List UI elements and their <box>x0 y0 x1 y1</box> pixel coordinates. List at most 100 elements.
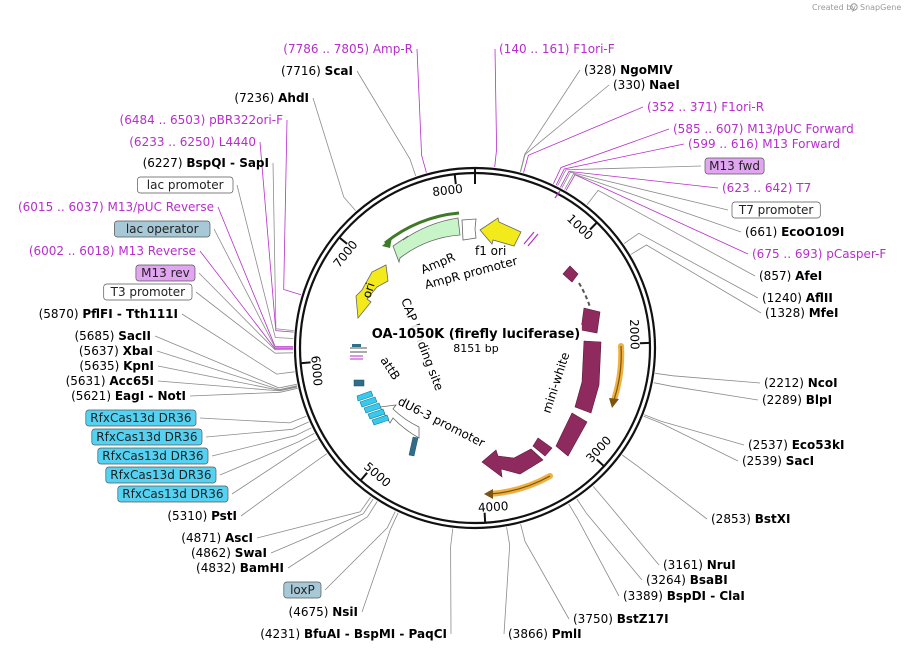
callout-f1ori-r[interactable]: (352 .. 371) F1ori-R <box>647 100 764 114</box>
callout-kpni[interactable]: (5635) KpnI <box>79 359 154 373</box>
callout-name: SacI <box>786 454 814 468</box>
callout-eagi-noti[interactable]: (5621) EagI - NotI <box>71 389 186 403</box>
callout-m13-puc-reverse[interactable]: (6015 .. 6037) M13/pUC Reverse <box>18 200 214 214</box>
leader-line-45 <box>561 171 729 211</box>
plasmid-size: 8151 bp <box>453 342 498 355</box>
leader-line-47 <box>557 165 702 186</box>
leader-line-9 <box>199 250 294 350</box>
callout-position: (328) <box>584 63 620 77</box>
callout-box <box>91 428 203 446</box>
callout-t3-promoter[interactable]: T3 promoter <box>103 283 193 301</box>
mini-white-gene[interactable] <box>481 265 602 478</box>
callout-pbr322ori-f[interactable]: (6484 .. 6503) pBR322ori-F <box>120 113 284 127</box>
callout-t7[interactable]: (623 .. 642) T7 <box>722 181 811 195</box>
callout-position: (3264) <box>646 573 690 587</box>
callout-saci[interactable]: (2539) SacI <box>742 454 814 468</box>
callout-ngomiv[interactable]: (328) NgoMIV <box>584 63 673 77</box>
callout-amp-r[interactable]: (7786 .. 7805) Amp-R <box>283 42 413 56</box>
callout-afei[interactable]: (857) AfeI <box>759 269 822 283</box>
callout-t7-promoter[interactable]: T7 promoter <box>731 201 821 219</box>
callout-naei[interactable]: (330) NaeI <box>613 78 680 92</box>
callout-ahdi[interactable]: (7236) AhdI <box>234 91 309 105</box>
callout-swai[interactable]: (4862) SwaI <box>191 546 267 560</box>
callout-box-label: RfxCas13d DR36 <box>96 430 197 444</box>
callout-name: BamHI <box>240 561 284 575</box>
callout-sacii[interactable]: (5685) SacII <box>74 329 151 343</box>
callout-blpi[interactable]: (2289) BlpI <box>762 393 832 407</box>
callout-position: (4862) <box>191 546 235 560</box>
callout-bstxi[interactable]: (2853) BstXI <box>711 512 790 526</box>
callout-name: PflFI - Tth111I <box>82 307 178 321</box>
callout-box-label: T3 promoter <box>110 285 186 299</box>
callout-aflii[interactable]: (1240) AflII <box>762 291 833 305</box>
callout-asci[interactable]: (4871) AscI <box>181 531 253 545</box>
callout-mfei[interactable]: (1328) MfeI <box>765 306 838 320</box>
primer-label: (599 .. 616) M13 Forward <box>688 137 840 151</box>
ampr-outer-arrowhead <box>382 237 392 248</box>
callout-bspdi-clai[interactable]: (3389) BspDI - ClaI <box>623 589 745 603</box>
leader-line-14 <box>156 350 298 391</box>
callout-ecoo109i[interactable]: (661) EcoO109I <box>745 225 844 239</box>
callout-pflfi-tth111i[interactable]: (5870) PflFI - Tth111I <box>39 307 178 321</box>
callout-rfxcas13d-dr36[interactable]: RfxCas13d DR36 <box>117 485 229 503</box>
callout-m13-reverse[interactable]: (6002 .. 6018) M13 Reverse <box>29 244 196 258</box>
callout-acc65i[interactable]: (5631) Acc65I <box>66 374 154 388</box>
leader-line-41 <box>623 232 759 299</box>
callout-psti[interactable]: (5310) PstI <box>167 509 237 523</box>
callout-name: F1ori-F <box>573 42 614 56</box>
callout-m13-rev[interactable]: M13 rev <box>135 264 196 282</box>
callout-rfxcas13d-dr36[interactable]: RfxCas13d DR36 <box>105 466 217 484</box>
site-label: (1240) AflII <box>762 291 833 305</box>
site-label: (2539) SacI <box>742 454 814 468</box>
callout-name: M13/pUC Forward <box>747 122 854 136</box>
callout-pmli[interactable]: (3866) PmlI <box>508 627 582 641</box>
callout-f1ori-f[interactable]: (140 .. 161) F1ori-F <box>499 42 615 56</box>
callout-bfuai-bspmi-paqci[interactable]: (4231) BfuAI - BspMI - PaqCI <box>260 627 447 641</box>
callout-bsabi[interactable]: (3264) BsaBI <box>646 573 728 587</box>
callout-nsii[interactable]: (4675) NsiI <box>289 605 358 619</box>
callout-box-label: RfxCas13d DR36 <box>90 411 191 425</box>
callout-position: (675 .. 693) <box>752 247 826 261</box>
callout-pcasper-f[interactable]: (675 .. 693) pCasper-F <box>752 247 886 261</box>
callout-xbai[interactable]: (5637) XbaI <box>79 344 153 358</box>
callout-rfxcas13d-dr36[interactable]: RfxCas13d DR36 <box>91 428 203 446</box>
callout-m13-fwd[interactable]: M13 fwd <box>704 157 765 175</box>
callout-eco53ki[interactable]: (2537) Eco53kI <box>748 438 844 452</box>
site-label: (5870) PflFI - Tth111I <box>39 307 178 321</box>
callout-position: (5870) <box>39 307 83 321</box>
callout-lac-operator[interactable]: lac operator <box>114 220 211 238</box>
callout-box <box>283 581 322 599</box>
ampr-promoter-arrow[interactable] <box>461 218 477 241</box>
mcs-marks <box>350 344 367 360</box>
leader-line-38 <box>653 382 759 401</box>
callout-name: T7 <box>795 181 811 195</box>
callout-rfxcas13d-dr36[interactable]: RfxCas13d DR36 <box>85 409 197 427</box>
callout-position: (3866) <box>508 627 552 641</box>
leader-line-29 <box>450 528 454 635</box>
f1-ori-arrow[interactable] <box>479 217 522 247</box>
features <box>350 190 625 499</box>
leader-line-34 <box>592 486 660 566</box>
site-label: (3750) BstZ17I <box>573 612 669 626</box>
callout-scai[interactable]: (7716) ScaI <box>281 64 353 78</box>
callout-box <box>105 466 217 484</box>
callout-name: pBR322ori-F <box>209 113 283 127</box>
callout-m13-forward[interactable]: (599 .. 616) M13 Forward <box>688 137 840 151</box>
callout-m13-puc-forward[interactable]: (585 .. 607) M13/pUC Forward <box>673 122 854 136</box>
primer-mark-3 <box>554 190 561 199</box>
callout-rfxcas13d-dr36[interactable]: RfxCas13d DR36 <box>97 447 209 465</box>
callout-loxp[interactable]: loxP <box>283 581 322 599</box>
callout-lac-promoter[interactable]: lac promoter <box>137 176 234 194</box>
site-label: (5631) Acc65I <box>66 374 154 388</box>
callout-nrui[interactable]: (3161) NruI <box>663 558 736 572</box>
callout-l4440[interactable]: (6233 .. 6250) L4440 <box>129 135 256 149</box>
leader-line-11 <box>195 291 294 354</box>
callout-position: (5637) <box>79 344 123 358</box>
ori-arrow[interactable] <box>355 264 389 320</box>
du6-3-promoter-arrow[interactable] <box>379 404 420 439</box>
callout-ncoi[interactable]: (2212) NcoI <box>764 376 838 390</box>
callout-bstz17i[interactable]: (3750) BstZ17I <box>573 612 669 626</box>
ampr-arrow[interactable] <box>392 217 461 264</box>
callout-bamhi[interactable]: (4832) BamHI <box>196 561 284 575</box>
callout-bspqi-sapi[interactable]: (6227) BspQI - SapI <box>143 156 269 170</box>
